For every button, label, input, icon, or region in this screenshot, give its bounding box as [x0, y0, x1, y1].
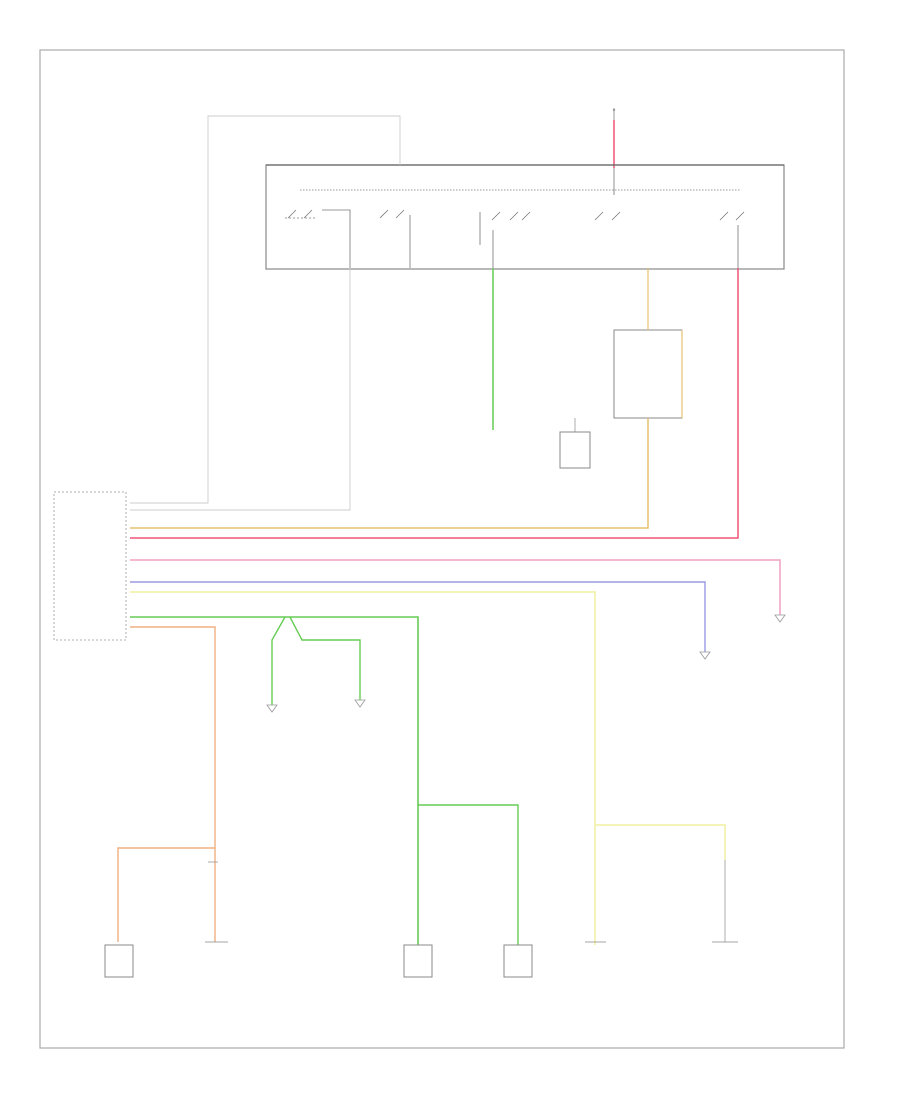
component-1 [104, 944, 134, 978]
wire-green-branch-c [418, 804, 519, 945]
connector-4-symbol [354, 699, 366, 708]
wire-switch-1-to-bcm [130, 268, 351, 511]
wire-pink [130, 559, 781, 615]
connector-1-symbol [774, 614, 786, 623]
wire-green-main [130, 616, 419, 945]
top-power-source [612, 108, 616, 168]
switch-contact-3 [479, 211, 531, 268]
component-4 [503, 944, 533, 978]
wire-red-main [130, 268, 739, 539]
relay-module [130, 268, 683, 529]
component-3 [403, 944, 433, 978]
body-control-module [53, 491, 127, 641]
connector-3-symbol [266, 704, 278, 713]
ground-wire-bcm [130, 115, 401, 504]
wire-green-branch-a [271, 616, 286, 705]
switch-contact-5 [719, 211, 745, 268]
wire-orange-branch [117, 847, 215, 942]
switch-contact-2 [379, 209, 411, 268]
wire-blue [130, 581, 706, 652]
wire-green-branch-b [289, 616, 361, 700]
connector-2-symbol [699, 651, 711, 660]
switch-contact-4 [594, 168, 621, 221]
wire-light-yellow-branch [595, 824, 726, 860]
switch-box [265, 164, 785, 270]
diagram-border [39, 49, 845, 1049]
switch-contact-1 [285, 209, 351, 268]
blower-motor [559, 431, 591, 469]
wire-orange [130, 626, 216, 942]
wire-light-yellow [130, 591, 596, 945]
